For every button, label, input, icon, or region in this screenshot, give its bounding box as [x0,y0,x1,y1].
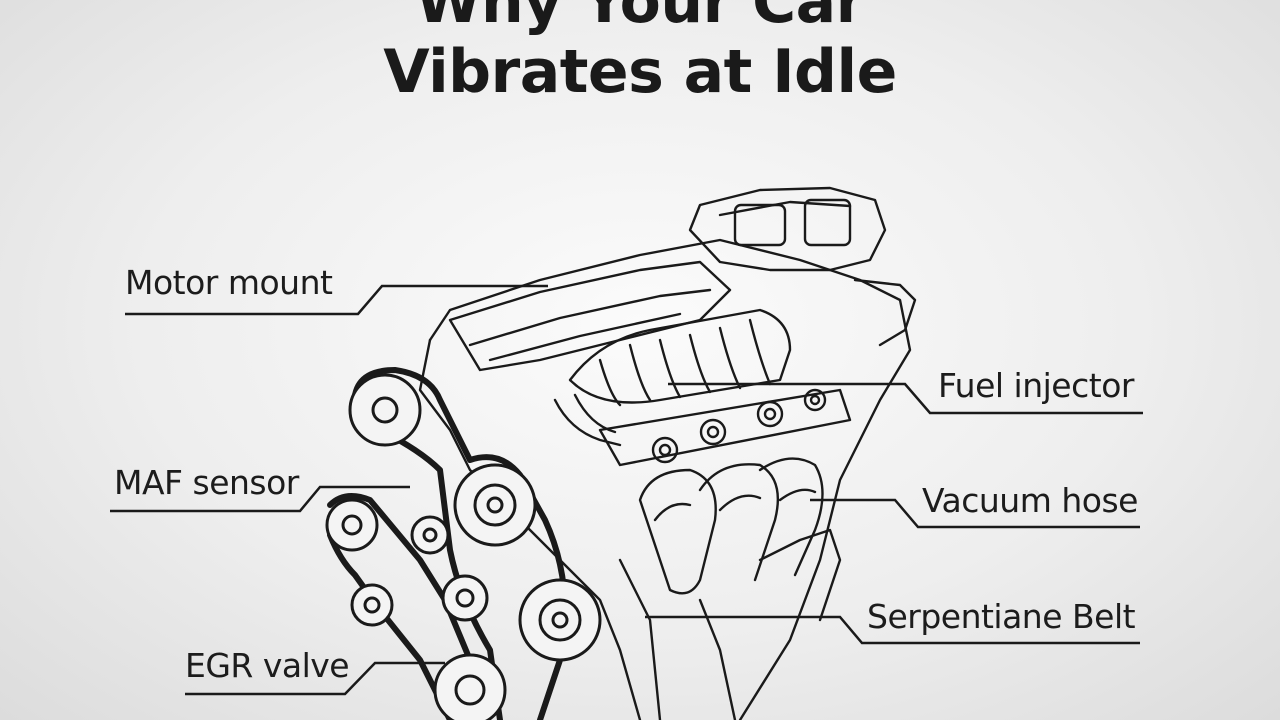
engine-illustration [327,186,917,720]
label-motor-mount: Motor mount [125,263,333,302]
title-line-1: Why Your Car [415,0,865,37]
leader-lines [110,284,1143,696]
leader-egr-valve [185,661,445,696]
leader-serpentine-belt [645,615,1140,645]
pulleys [325,373,602,720]
leader-vacuum-hose [810,498,1140,529]
leader-motor-mount [125,284,548,316]
label-serpentine-belt: Serpentiane Belt [867,597,1136,636]
label-egr-valve: EGR valve [185,646,350,685]
label-vacuum-hose: Vacuum hose [922,481,1138,520]
label-maf-sensor: MAF sensor [114,463,299,502]
leader-maf-sensor [110,485,410,513]
leader-fuel-injector [668,382,1143,415]
label-fuel-injector: Fuel injector [938,366,1134,405]
title-line-2: Vibrates at Idle [383,37,897,107]
